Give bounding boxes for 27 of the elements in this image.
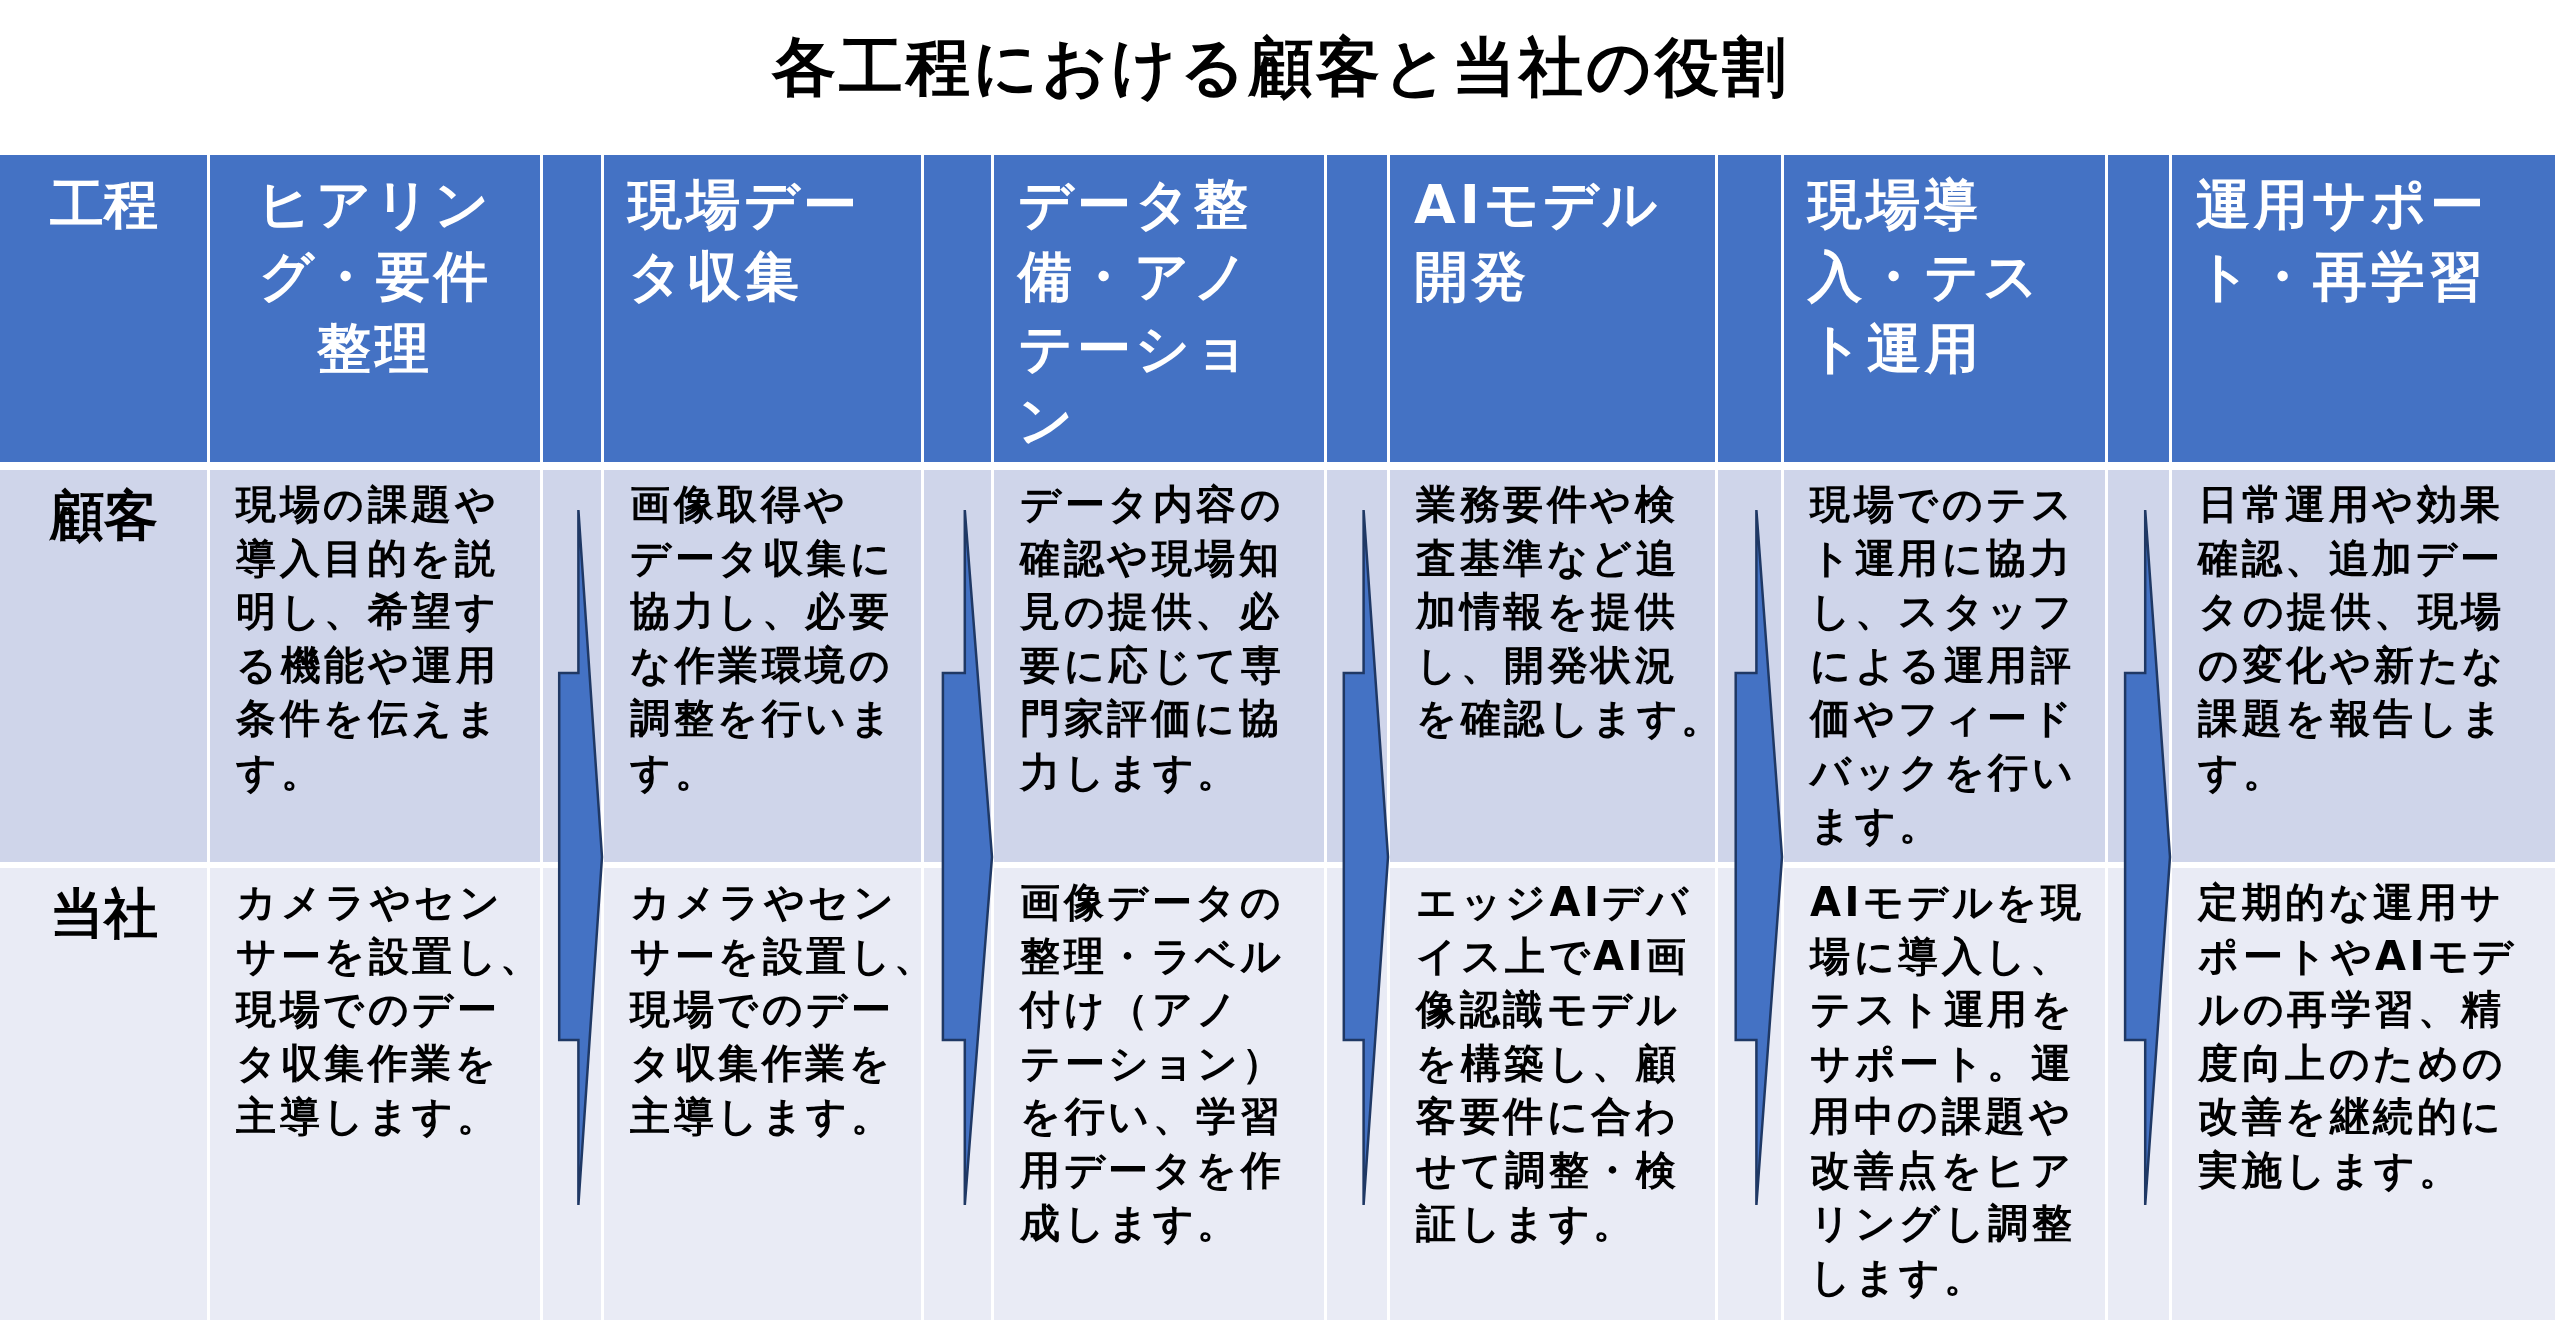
role-description: 現場の課題や導入目的を説明し、希望する機能や運用条件を伝えます。 (236, 480, 500, 797)
role-description: カメラやセンサーを設置し、現場でのデータ収集作業を主導します。 (236, 878, 544, 1141)
stage-title: 運用サポート・再学習 (2196, 172, 2489, 310)
chevron-arrow (941, 508, 994, 1207)
role-description: 現場でのテスト運用に協力し、スタッフによる運用評価やフィードバックを行います。 (1810, 480, 2076, 850)
chevron-arrow (2123, 508, 2172, 1207)
title: 各工程における顧客と当社の役割 (770, 29, 1790, 106)
role-description: データ内容の確認や現場知見の提供、必要に応じて専門家評価に協力します。 (1020, 480, 1284, 797)
stage-title: 現場導入・テスト運用 (1808, 172, 2043, 382)
role-description: エッジAIデバイス上でAI画像認識モデルを構築し、顧客要件に合わせて調整・検証します。 (1416, 878, 1692, 1248)
role-description: 画像取得やデータ収集に協力し、必要な作業環境の調整を行います。 (630, 480, 894, 797)
role-description: カメラやセンサーを設置し、現場でのデータ収集作業を主導します。 (630, 878, 938, 1141)
row-header: 顧客 (0, 470, 207, 862)
chevron-arrow (1734, 508, 1784, 1207)
chevron-arrow (557, 508, 604, 1207)
role-description: 業務要件や検査基準など追加情報を提供し、開発状況を確認します。 (1416, 480, 1725, 743)
stage-title: データ整備・アノテーション (1018, 172, 1254, 454)
stage-title: AIモデル開発 (1414, 172, 1662, 310)
role-description: 画像データの整理・ラベル付け（アノテーション）を行い、学習用データを作成します。 (1020, 878, 1285, 1248)
role-description: 定期的な運用サポートやAIモデルの再学習、精度向上のための改善を継続的に実施します。 (2198, 878, 2517, 1195)
row-header: 当社 (0, 868, 207, 1320)
chevron-arrow (1342, 508, 1390, 1207)
role-description: AIモデルを現場に導入し、テスト運用をサポート。運用中の課題や改善点をヒアリングし調整します。 (1810, 878, 2085, 1302)
stage-title: 現場データ収集 (628, 172, 862, 310)
role-description: 日常運用や効果確認、追加データの提供、現場の変化や新たな課題を報告します。 (2198, 480, 2507, 797)
stage-title: ヒアリング・要件整理 (256, 172, 494, 382)
row-header: 工程 (0, 155, 207, 462)
